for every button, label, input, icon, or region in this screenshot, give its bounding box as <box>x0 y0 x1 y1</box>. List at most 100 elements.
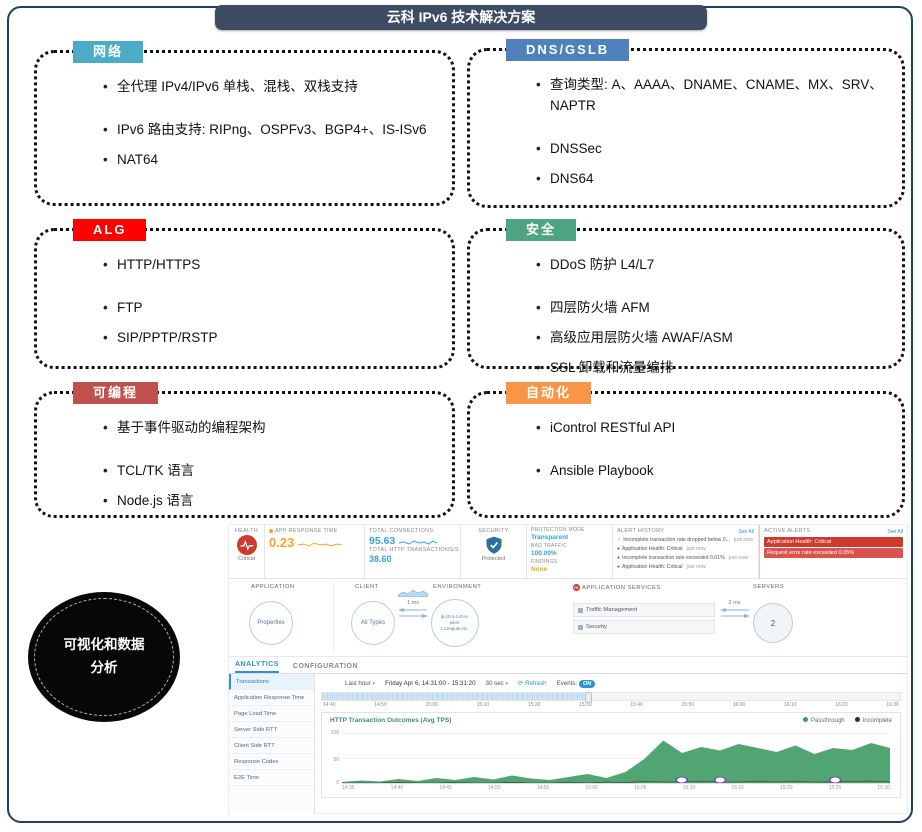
feature-list: DDoS 防护 L4/L7 四层防火墙 AFM 高级应用层防火墙 AWAF/AS… <box>470 231 902 379</box>
services-servers-link: 2 ms <box>718 599 751 621</box>
alert-dot-icon: ● <box>617 554 621 561</box>
chevron-down-icon: ▾ <box>505 680 509 687</box>
bullet-item: HTTP/HTTPS <box>101 255 434 276</box>
alert-history-item: ● Application Health: Critical just now <box>617 545 706 552</box>
tps-plot: 100 50 0 <box>331 730 890 786</box>
refresh-button[interactable]: ⟳ Refresh <box>518 679 547 687</box>
bullet-item: DDoS 防护 L4/L7 <box>534 255 884 276</box>
bullet-item: SIP/PPTP/RSTP <box>101 328 434 349</box>
app-response-value: 0.23 <box>269 535 295 550</box>
feature-list: 查询类型: A、AAAA、DNAME、CNAME、MX、SRV、NAPTR DN… <box>470 51 902 190</box>
bullet-item: 高级应用层防火墙 AWAF/ASM <box>534 328 884 349</box>
security-status: Protected <box>481 556 506 562</box>
tps-area-chart <box>342 740 890 783</box>
alert-history-see-all-link[interactable]: See All <box>738 528 754 535</box>
total-connections-value: 95.63 <box>369 535 396 547</box>
feature-box-programmable-label: 可编程 <box>73 382 159 404</box>
application-properties-node[interactable]: Properties <box>249 601 293 645</box>
sparkline <box>399 540 438 545</box>
alert-history-item: ● Application Health: Critical just now <box>617 563 706 570</box>
refresh-icon: ⟳ <box>518 679 524 687</box>
events-toggle[interactable]: ON <box>578 679 596 688</box>
tab-analytics[interactable]: ANALYTICS <box>235 661 279 673</box>
service-icon <box>578 607 583 613</box>
security-metric: SECURITY Protected <box>461 525 527 578</box>
sidebar-item-server-side-rtt[interactable]: Server Side RTT <box>229 722 314 738</box>
time-range-select[interactable]: Last hour ▾ <box>345 679 376 687</box>
feature-list: 基于事件驱动的编程架构 TCL/TK 语言 Node.js 语言 <box>37 394 452 512</box>
time-selection-band[interactable] <box>322 693 588 700</box>
bullet-item: 基于事件驱动的编程架构 <box>101 418 434 439</box>
environment-node[interactable]: ip-10-1-1-8.us-west-2.compute.int... <box>431 599 479 647</box>
sidebar-item-page-load-time[interactable]: Page Load Time <box>229 706 314 722</box>
check-icon: ✓ <box>617 537 622 543</box>
active-alerts-see-all-link[interactable]: See All <box>887 528 903 535</box>
alert-dot-icon: ● <box>617 545 621 552</box>
feature-list: iControl RESTful API Ansible Playbook <box>470 394 902 482</box>
bullet-item: 四层防火墙 AFM <box>534 298 884 319</box>
sidebar-item-e2e-time[interactable]: E2E Time <box>229 770 314 786</box>
feature-box-network-label: 网络 <box>73 41 144 63</box>
feature-box-alg: ALG HTTP/HTTPS FTP SIP/PPTP/RSTP <box>34 219 455 369</box>
events-toggle-group: Events: ON <box>557 679 596 688</box>
bullet-item: NAT64 <box>101 150 434 171</box>
sidebar-item-application-response-time[interactable]: Application Response Time <box>229 690 314 706</box>
tab-configuration[interactable]: CONFIGURATION <box>292 663 359 670</box>
application-services: Traffic Management Security <box>573 603 715 637</box>
feature-box-network: 网络 全代理 IPv4/IPv6 单栈、混栈、双栈支持 IPv6 路由支持: R… <box>34 41 455 206</box>
connections-metric: TOTAL CONNECTIONS: 95.63 TOTAL HTTP TRAN… <box>365 525 461 578</box>
sidebar-item-transactions[interactable]: Transactions <box>229 674 314 690</box>
client-node[interactable]: All Types <box>351 601 395 645</box>
alert-history-item: ● Incomplete transaction rate exceeded 0… <box>617 554 748 561</box>
service-row-security[interactable]: Security <box>573 620 715 634</box>
alert-history-item: ✓ Incomplete transaction rate dropped be… <box>617 537 753 543</box>
latency-label: 1 ms <box>407 600 419 606</box>
feature-box-security: 安全 DDoS 防护 L4/L7 四层防火墙 AFM 高级应用层防火墙 AWAF… <box>467 219 905 379</box>
servers-node[interactable]: 2 <box>753 603 793 643</box>
legend-passthrough[interactable]: Passthrough <box>802 717 845 724</box>
service-icon <box>578 624 583 630</box>
feature-box-programmable: 可编程 基于事件驱动的编程架构 TCL/TK 语言 Node.js 语言 <box>34 382 455 518</box>
visualization-badge-text: 可视化和数据分析 <box>63 637 145 675</box>
feature-list: 全代理 IPv4/IPv6 单栈、混栈、双栈支持 IPv6 路由支持: RIPn… <box>37 53 452 171</box>
health-status: Critical <box>238 556 255 562</box>
bullet-item: 查询类型: A、AAAA、DNAME、CNAME、MX、SRV、NAPTR <box>534 75 884 117</box>
visualization-badge: 可视化和数据分析 <box>28 592 180 722</box>
bad-traffic-value: 100.00% <box>531 549 557 557</box>
feature-box-dns-gslb-label: DNS/GSLB <box>506 39 630 61</box>
shield-icon <box>484 535 504 555</box>
time-scrubber[interactable] <box>321 692 901 703</box>
chevron-down-icon: ▾ <box>372 680 376 687</box>
sidebar-item-client-side-rtt[interactable]: Client Side RTT <box>229 738 314 754</box>
protection-mode-value: Transparent <box>531 534 569 541</box>
analytics-dashboard: HEALTH Critical APP RESPONSE TIME 0.23 T… <box>228 524 908 814</box>
feature-box-automation-label: 自动化 <box>506 382 592 404</box>
http-transactions-value: 38.60 <box>369 554 392 564</box>
legend-dot <box>854 717 860 722</box>
bullet-item: DNSSec <box>534 139 884 160</box>
chart-legend: Passthrough Incomplete <box>802 717 892 724</box>
sparkline <box>298 541 343 547</box>
bullet-item: TCL/TK 语言 <box>101 461 434 482</box>
findings-value: None <box>531 565 548 573</box>
bullet-item: IPv6 路由支持: RIPng、OSPFv3、BGP4+、IS-ISv6 <box>101 120 434 141</box>
service-row-traffic-management[interactable]: Traffic Management <box>573 603 715 617</box>
latency-label: 2 ms <box>728 600 741 606</box>
analytics-sidebar: Transactions Application Response Time P… <box>229 674 315 814</box>
alert-history-panel: ALERT HISTORY See All ✓ Incomplete trans… <box>613 525 759 578</box>
active-alert-banner: Application Health: Critical <box>764 536 903 547</box>
feature-box-alg-label: ALG <box>73 219 147 241</box>
legend-incomplete[interactable]: Incomplete <box>854 717 892 724</box>
interval-select[interactable]: 30 sec ▾ <box>485 679 509 687</box>
date-range-label: Friday Apr 6, 14:31:00 - 15:31:20 <box>385 679 476 687</box>
analytics-main: Last hour ▾ Friday Apr 6, 14:31:00 - 15:… <box>315 674 907 814</box>
alert-dot-icon: ● <box>617 563 621 570</box>
bullet-item: DNS64 <box>534 169 884 190</box>
feature-box-dns-gslb: DNS/GSLB 查询类型: A、AAAA、DNAME、CNAME、MX、SRV… <box>467 39 905 208</box>
sidebar-item-response-codes[interactable]: Response Codes <box>229 754 314 770</box>
bullet-item: SSL 卸载和流量编排 <box>534 358 884 379</box>
active-alert-banner: Request error rate exceeded 0.05% <box>764 548 903 558</box>
time-selection-handle[interactable] <box>584 692 592 703</box>
